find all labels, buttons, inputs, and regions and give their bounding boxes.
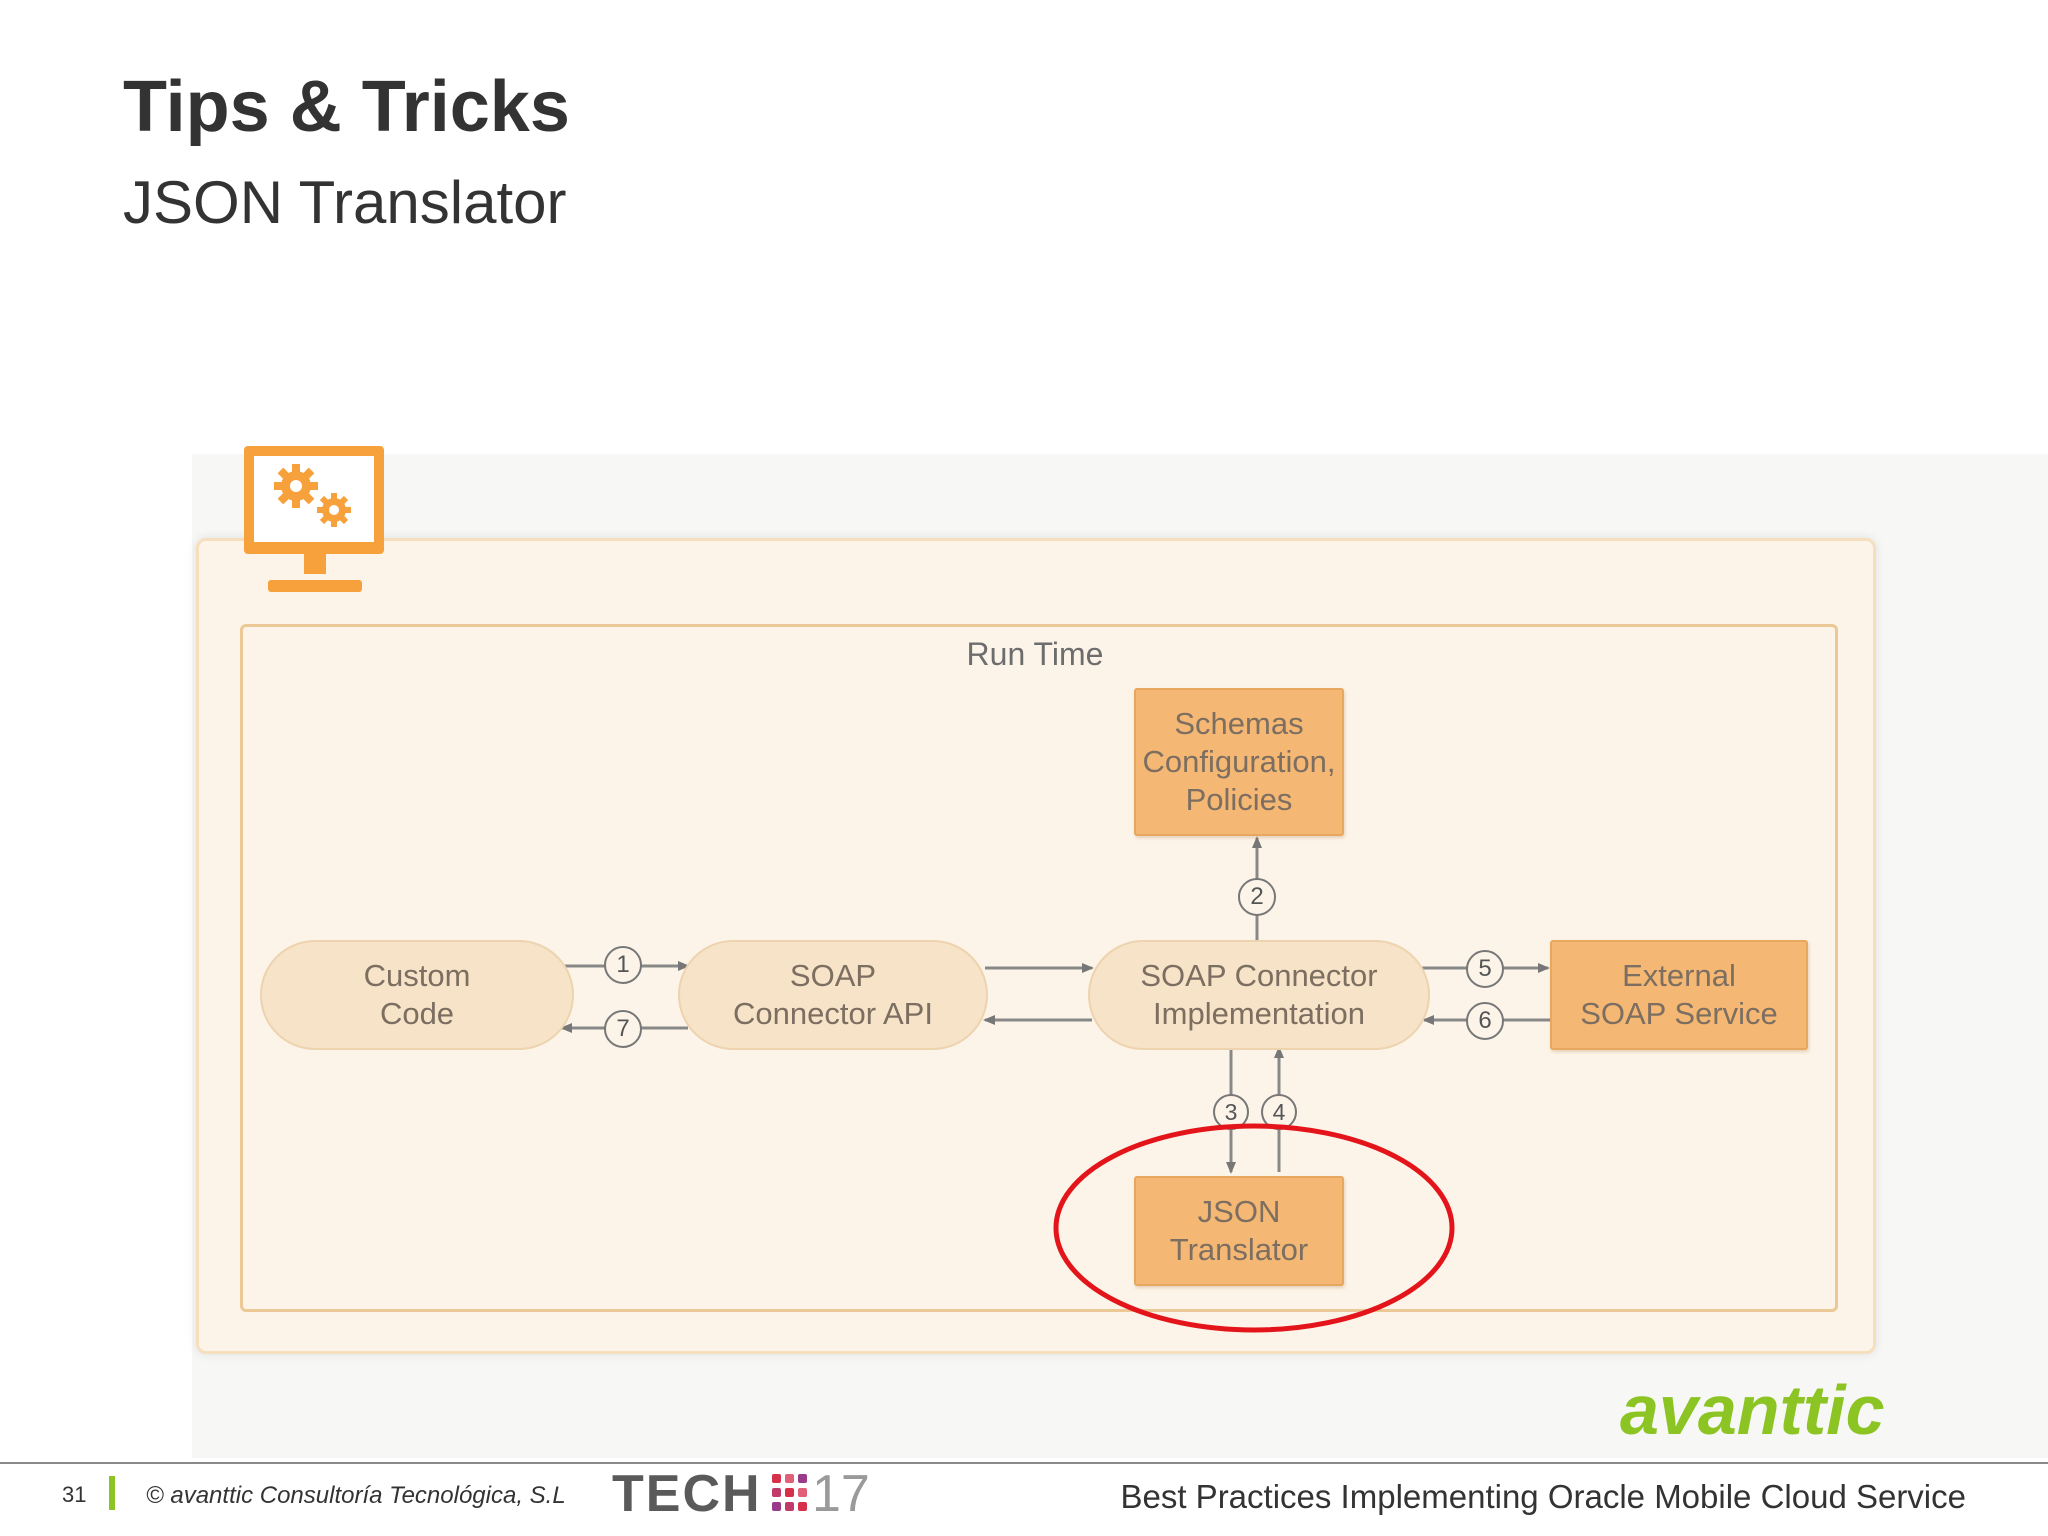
page-number: 31 <box>62 1482 87 1507</box>
step-4-label: 4 <box>1272 1098 1286 1125</box>
soap-connector-api-node: SOAP Connector API <box>678 940 988 1050</box>
step-1-label: 1 <box>616 951 630 978</box>
step-7-marker: 7 <box>604 1010 642 1048</box>
external-soap-service-node: External SOAP Service <box>1550 940 1808 1050</box>
step-1-marker: 1 <box>604 946 642 984</box>
step-3-label: 3 <box>1224 1098 1238 1125</box>
step-6-marker: 6 <box>1466 1002 1504 1040</box>
step-5-marker: 5 <box>1466 950 1504 988</box>
run-time-label: Run Time <box>966 636 1104 672</box>
footer-divider <box>0 1462 2048 1464</box>
step-2-label: 2 <box>1250 883 1264 910</box>
step-7-label: 7 <box>616 1015 630 1042</box>
step-5-label: 5 <box>1478 955 1492 982</box>
soap-connector-implementation-node: SOAP Connector Implementation <box>1088 940 1430 1050</box>
event-logo-dots-icon <box>772 1474 807 1511</box>
footer-accent-bar <box>109 1476 115 1510</box>
event-logo-text: TECH <box>612 1465 762 1523</box>
avanttic-logo: avanttic <box>1620 1371 1885 1449</box>
highlight-ellipse <box>1053 1123 1455 1333</box>
slide-title: Tips & Tricks <box>123 67 570 147</box>
presentation-title: Best Practices Implementing Oracle Mobil… <box>1120 1478 1966 1515</box>
json-translator-node: JSON Translator <box>1134 1176 1344 1286</box>
step-2-marker: 2 <box>1238 878 1276 916</box>
copyright-notice: © avanttic Consultoría Tecnológica, S.L <box>146 1482 566 1509</box>
custom-code-node: Custom Code <box>260 940 574 1050</box>
monitor-gears-icon <box>244 446 384 592</box>
schemas-configuration-policies-node: Schemas Configuration, Policies <box>1134 688 1344 836</box>
event-logo-number: 17 <box>812 1465 870 1523</box>
step-6-label: 6 <box>1478 1007 1492 1034</box>
slide-subtitle: JSON Translator <box>123 169 567 236</box>
